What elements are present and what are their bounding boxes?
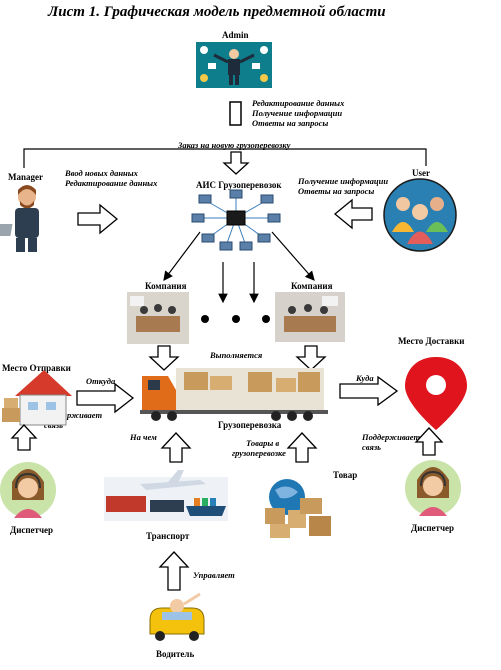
- goods-in-2: грузоперевозке: [232, 448, 286, 458]
- ais-to-companies: [163, 231, 315, 304]
- to-label: Куда: [356, 373, 374, 383]
- truck-label: Грузоперевозка: [218, 420, 282, 430]
- support-right-1: Поддерживает: [362, 432, 421, 442]
- manager-action-1: Ввод новых данных: [65, 168, 138, 178]
- manager-action-2: Редактирование данных: [65, 178, 158, 188]
- company-left-label: Компания: [145, 281, 187, 291]
- admin-image: [196, 42, 272, 88]
- order-arrow: [222, 151, 250, 175]
- support-right-2: связь: [362, 442, 382, 452]
- driver-label: Водитель: [156, 649, 195, 659]
- driver-image: [146, 592, 208, 641]
- company-right-label: Компания: [291, 281, 333, 291]
- user-arrow: [333, 198, 373, 230]
- executed-label: Выполняется: [210, 350, 263, 360]
- company-left-image: [127, 292, 189, 344]
- admin-connector: [229, 101, 242, 126]
- ais-label: АИС Грузоперевозок: [196, 180, 282, 190]
- transport-image: [104, 470, 228, 521]
- company-left-arrow: [148, 345, 180, 371]
- origin-label: Место Отправки: [2, 363, 71, 373]
- to-arrow: [339, 375, 399, 407]
- on-what-label: На чем: [130, 432, 157, 442]
- user-action-2: Ответы на запросы: [298, 186, 375, 196]
- user-action-1: Получение информации: [298, 176, 389, 186]
- driver-arrow: [158, 551, 190, 591]
- dispatcher-right-image: [405, 460, 461, 516]
- user-image: [383, 178, 457, 252]
- manages-label: Управляет: [193, 570, 235, 580]
- company-right-arrow: [295, 345, 327, 371]
- origin-house-image: [2, 370, 72, 426]
- goods-label: Товар: [333, 470, 358, 480]
- goods-arrow: [286, 432, 318, 463]
- admin-action-1: Редактирование данных: [252, 98, 345, 108]
- manager-image: [0, 185, 39, 252]
- ellipsis-dots: [201, 315, 270, 323]
- admin-action-2: Получение информации: [252, 108, 343, 118]
- manager-label: Manager: [8, 172, 43, 182]
- ais-network-image: [191, 189, 281, 251]
- transport-label: Транспорт: [146, 531, 190, 541]
- destination-pin-icon: [405, 357, 467, 430]
- goods-image: [265, 479, 331, 538]
- dispatcher-right-arrow: [414, 427, 444, 456]
- user-label: User: [412, 168, 430, 178]
- dispatcher-left-label: Диспетчер: [10, 525, 54, 535]
- transport-arrow: [160, 432, 192, 463]
- page-title: Лист 1. Графическая модель предметной об…: [48, 4, 386, 20]
- truck-image: [140, 368, 328, 421]
- destination-label: Место Доставки: [398, 336, 465, 346]
- from-label: Откуда: [86, 376, 116, 386]
- support-left-1: Поддерживает: [44, 410, 103, 420]
- goods-in-1: Товары в: [246, 438, 280, 448]
- order-bracket: [23, 148, 427, 168]
- company-right-image: [275, 292, 345, 342]
- manager-arrow: [77, 203, 119, 235]
- admin-label: Admin: [222, 30, 249, 40]
- from-arrow: [76, 382, 135, 414]
- dispatcher-right-label: Диспетчер: [411, 523, 455, 533]
- order-label: Заказ на новую грузоперевозку: [178, 140, 291, 150]
- dispatcher-left-arrow: [10, 424, 38, 451]
- dispatcher-left-image: [0, 462, 56, 518]
- admin-action-3: Ответы на запросы: [252, 118, 329, 128]
